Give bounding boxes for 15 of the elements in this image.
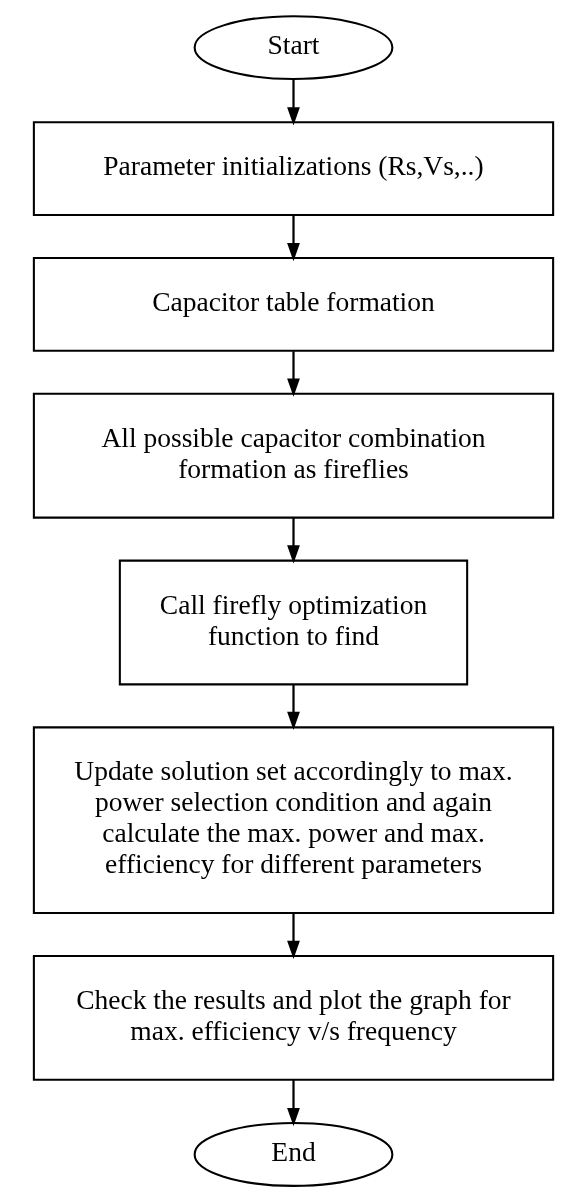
arrow: [287, 913, 300, 960]
arrow: [287, 517, 300, 564]
arrow: [287, 215, 300, 262]
node-box: Call firefly optimization function to find: [118, 559, 469, 686]
node-box: Update solution set accordingly to max. power selection condition and again calculate the max. power and max. efficiency for different parameters: [32, 726, 555, 915]
arrow: [287, 79, 300, 126]
arrow: [287, 1079, 300, 1127]
arrow: [287, 351, 300, 397]
node-box: Check the results and plot the graph for max. efficiency v/s frequency: [32, 955, 555, 1081]
arrow: [287, 684, 300, 731]
node-box: All possible capacitor combination formation as fireflies: [32, 392, 555, 519]
node-box: Capacitor table formation: [32, 256, 555, 352]
node-ellipse: Start: [193, 15, 394, 80]
node-box: Parameter initializations (Rs,Vs,..): [32, 121, 555, 217]
node-ellipse: End: [193, 1122, 394, 1187]
